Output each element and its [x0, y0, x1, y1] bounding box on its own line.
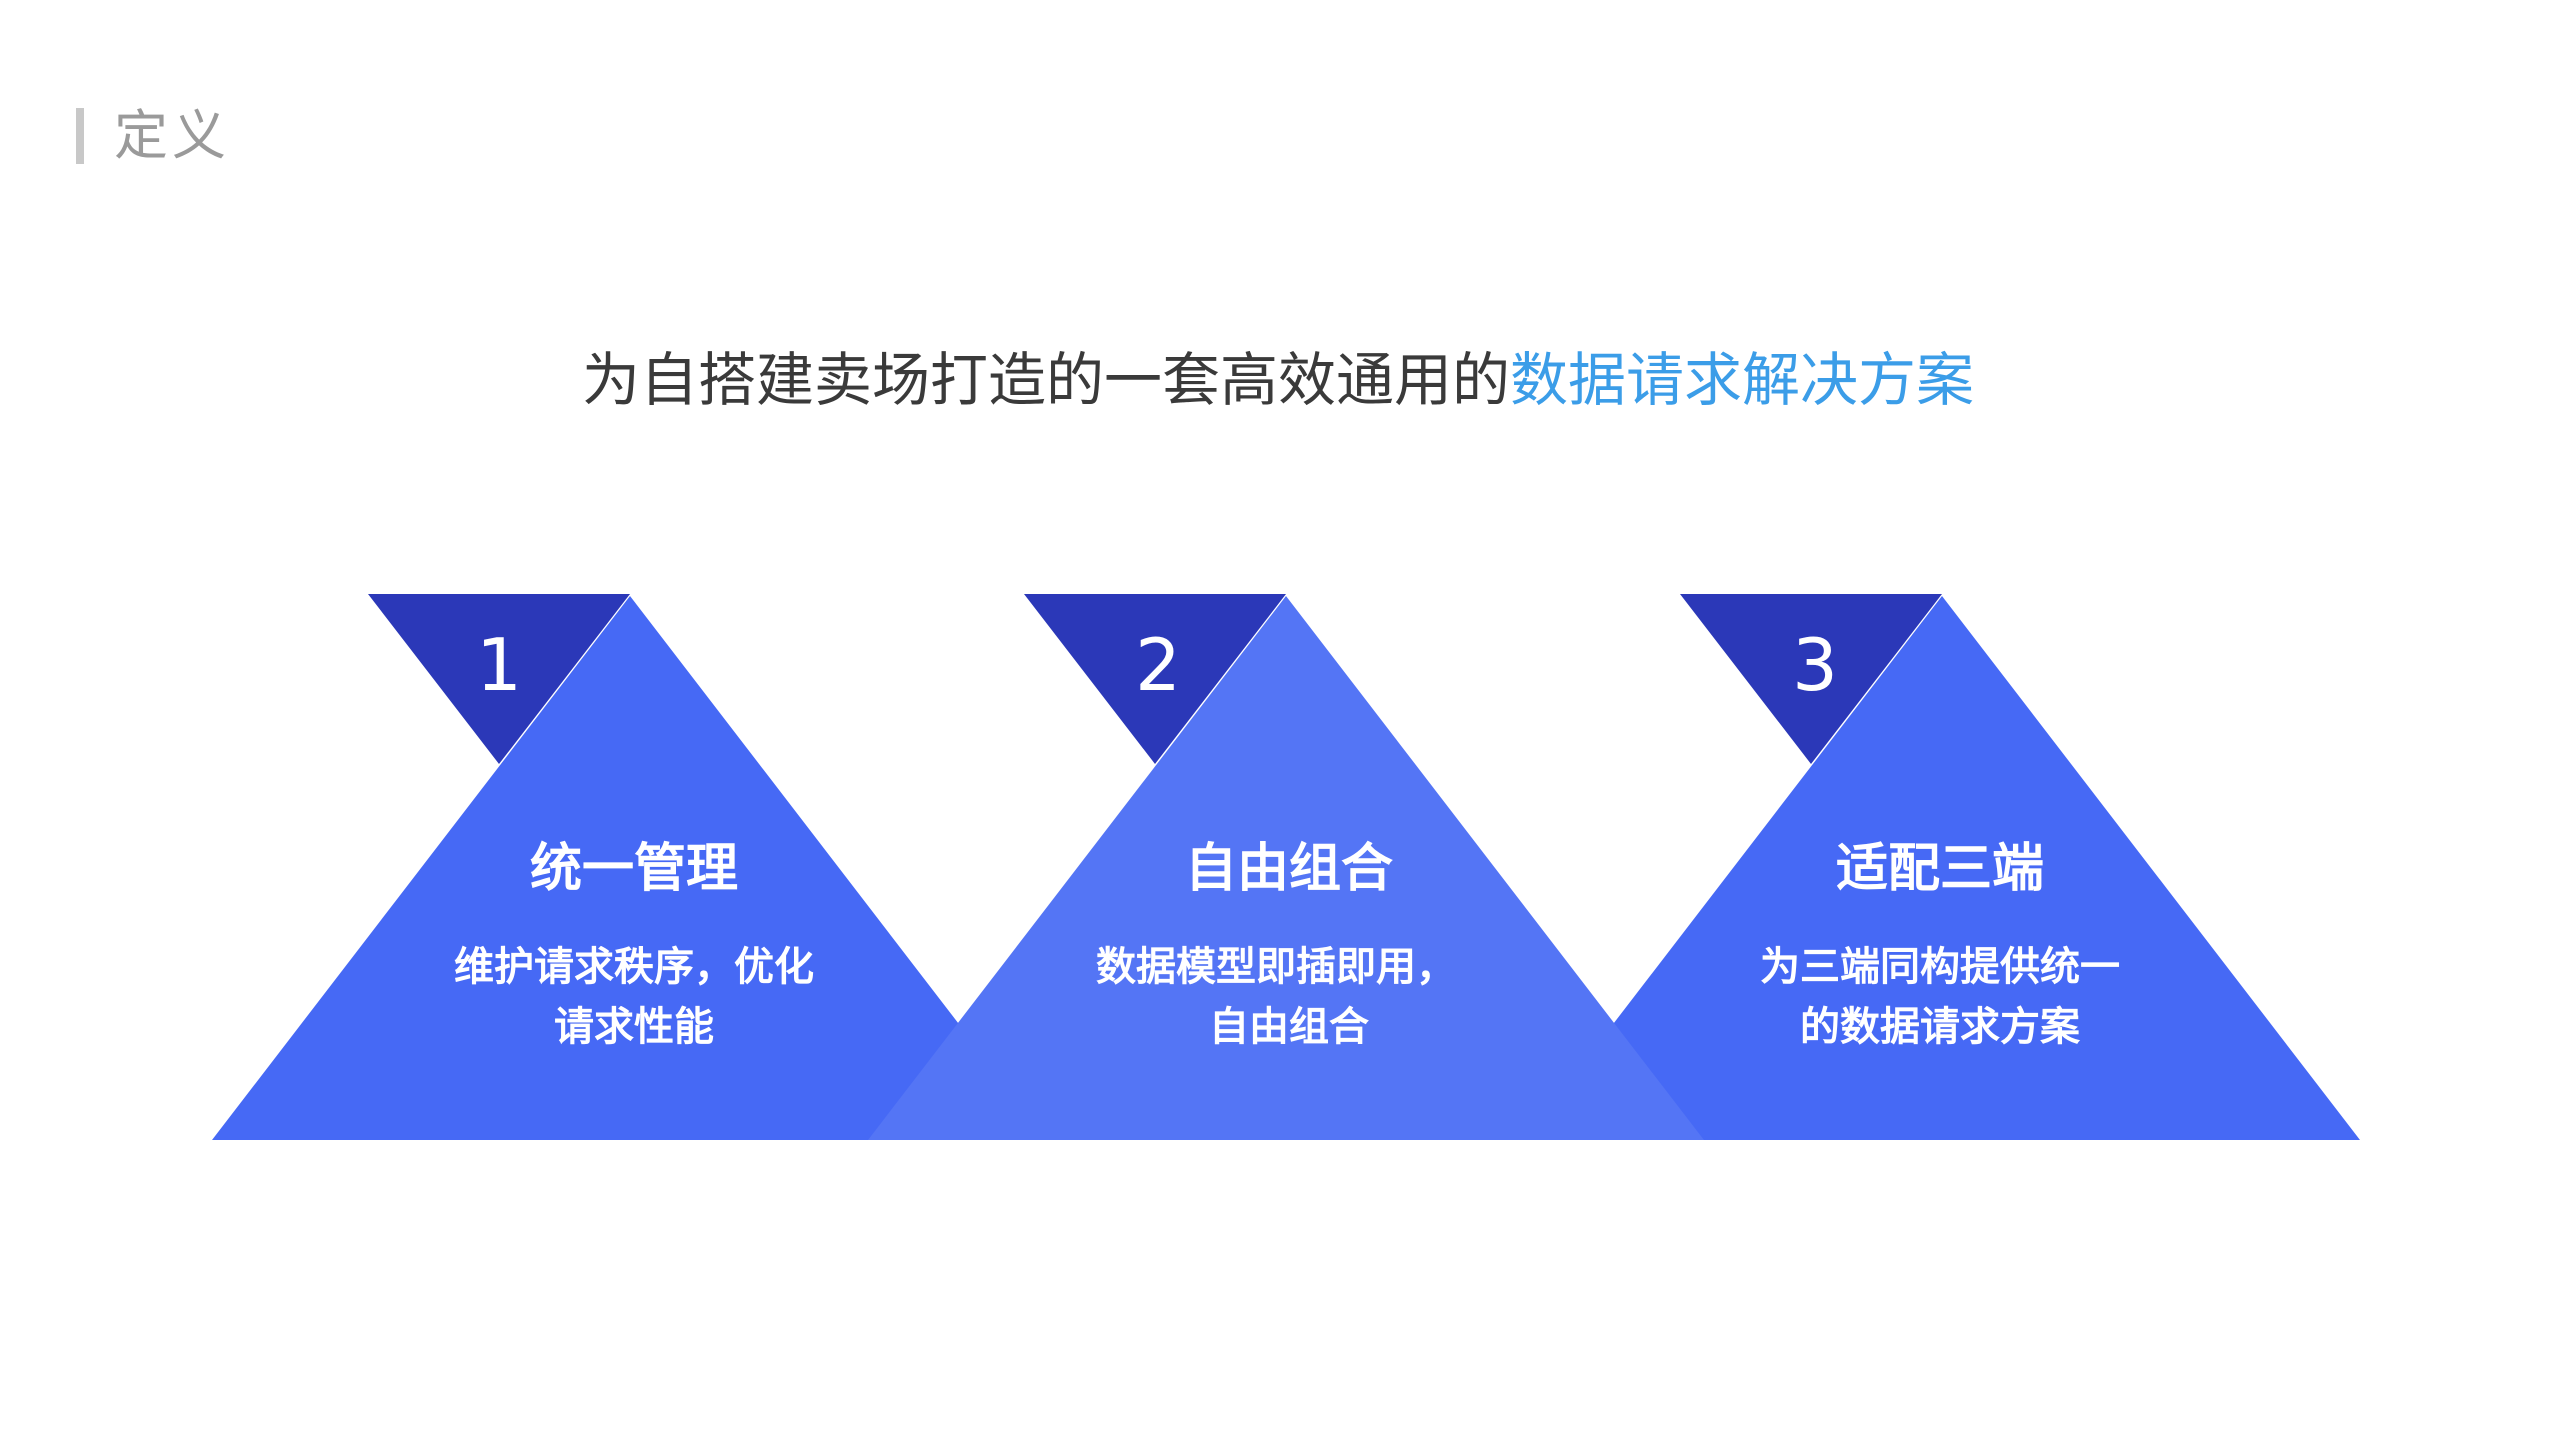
step-1-number: 1 — [476, 623, 522, 707]
step-1-desc-line-2: 请求性能 — [554, 1004, 714, 1050]
headline: 为自搭建卖场打造的一套高效通用的数据请求解决方案 — [0, 340, 2556, 420]
step-2-number-tab — [1024, 594, 1286, 764]
headline-highlight: 数据请求解决方案 — [1510, 346, 1975, 414]
section-bar — [76, 108, 84, 164]
step-1-number-tab — [368, 594, 630, 764]
step-1-title: 统一管理 — [530, 839, 738, 899]
step-2 — [868, 594, 1704, 1140]
step-1 — [212, 594, 1048, 1140]
step-2-main-triangle — [868, 596, 1704, 1140]
step-1-main-triangle — [212, 596, 1048, 1140]
section-title: 定义 — [114, 104, 230, 167]
step-3-number: 3 — [1792, 623, 1838, 707]
headline-prefix: 为自搭建卖场打造的一套高效通用的 — [581, 346, 1510, 414]
step-2-number: 2 — [1135, 623, 1181, 707]
step-3-desc-line-1: 为三端同构提供统一 — [1760, 944, 2120, 990]
step-3-title: 适配三端 — [1836, 839, 2044, 899]
step-1-desc-line-1: 维护请求秩序，优化 — [454, 944, 814, 990]
step-2-title: 自由组合 — [1185, 839, 1393, 899]
step-2-desc-line-1: 数据模型即插即用， — [1096, 944, 1456, 990]
section-header: 定义 — [76, 104, 230, 168]
step-3-desc-line-2: 的数据请求方案 — [1800, 1004, 2081, 1050]
step-2-desc-line-2: 自由组合 — [1209, 1004, 1369, 1050]
step-3-number-tab — [1680, 594, 1942, 764]
step-3 — [1524, 594, 2360, 1140]
step-3-main-triangle — [1524, 596, 2360, 1140]
